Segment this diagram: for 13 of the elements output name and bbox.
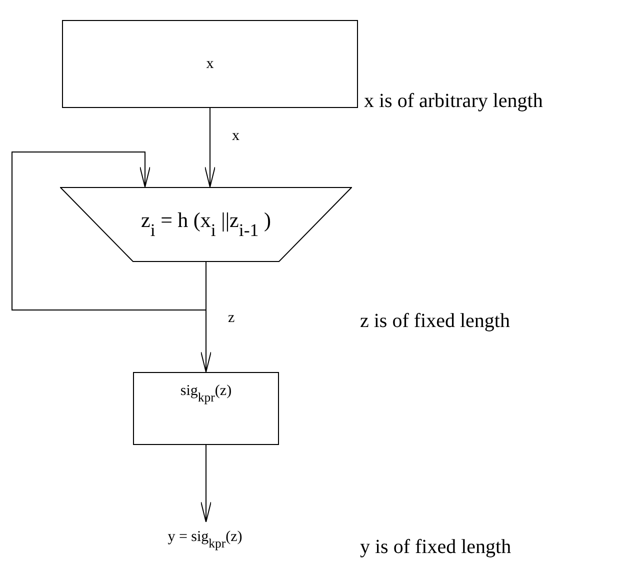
process-box	[133, 372, 279, 445]
feedback-arrow	[12, 152, 206, 310]
note-text: x is of arbitrary length	[364, 90, 543, 113]
note-text: y is of fixed length	[360, 536, 512, 559]
arrow	[204, 108, 216, 188]
formula-text: y = sig$_{kpr}$(z)	[168, 528, 242, 552]
formula-text: x	[206, 56, 214, 72]
formula-text: z$_{i}$ = h (x$_{i}$ ||z$_{i-1}$ )	[141, 208, 271, 241]
formula-text: sig$_{kpr}$(z)	[180, 383, 232, 406]
process-box	[62, 20, 358, 108]
arrow	[200, 444, 212, 522]
trapezoid-function-block	[60, 187, 352, 262]
note-text: z is of fixed length	[360, 310, 510, 333]
